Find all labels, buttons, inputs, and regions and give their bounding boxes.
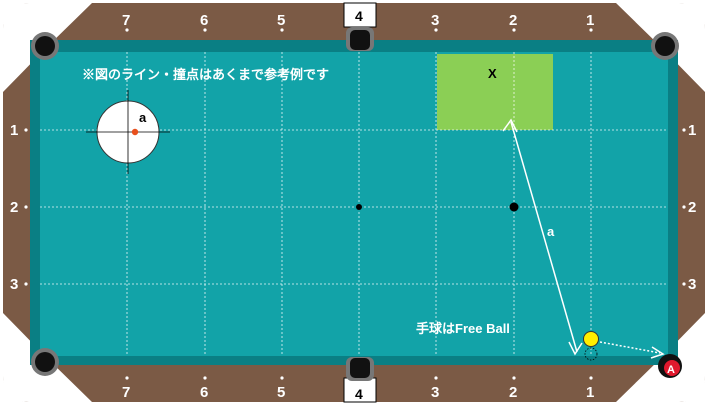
cue-spot-label: a bbox=[139, 110, 147, 125]
contact-point bbox=[131, 128, 139, 136]
cue-ball-caption: 手球はFree Ball bbox=[416, 321, 510, 336]
cloth bbox=[40, 52, 668, 356]
bottom-rail-number: 4 bbox=[355, 386, 363, 402]
pocket-marker-label: A bbox=[667, 364, 675, 376]
target-zone bbox=[437, 54, 553, 130]
top-rail-dots bbox=[125, 28, 593, 32]
pocket-bottom-right bbox=[658, 354, 682, 378]
right-rail-numbers: 1 2 3 bbox=[688, 122, 696, 293]
right-rail-dots bbox=[682, 128, 686, 286]
bottom-rail-numbers: 7 6 5 4 3 2 1 bbox=[122, 384, 594, 402]
bottom-rail-number: 7 bbox=[122, 384, 130, 401]
corner-cap-top-right bbox=[616, 3, 705, 92]
center-spot bbox=[356, 204, 362, 210]
left-rail-number: 2 bbox=[10, 199, 18, 216]
top-rail-numbers: 7 6 5 4 3 2 1 bbox=[122, 8, 594, 29]
top-rail-number: 6 bbox=[200, 12, 208, 29]
pocket-top-right bbox=[651, 32, 679, 60]
cue-tip-diagram: a bbox=[86, 90, 170, 174]
side-cap-top bbox=[343, 2, 377, 28]
cue-ball-ghost bbox=[584, 347, 598, 361]
bottom-rail-number: 2 bbox=[509, 384, 517, 401]
top-rail-number: 2 bbox=[509, 12, 517, 29]
corner-cap-top-left bbox=[3, 3, 92, 92]
corner-cap-bottom-right bbox=[616, 313, 705, 402]
pocket-bottom-center bbox=[346, 357, 374, 381]
shot-path bbox=[502, 118, 583, 356]
cue-ball bbox=[583, 331, 599, 347]
left-rail-numbers: 1 2 3 bbox=[10, 122, 18, 293]
bottom-rail-number: 1 bbox=[586, 384, 594, 401]
top-rail-number: 4 bbox=[355, 8, 363, 24]
right-rail-number: 3 bbox=[688, 276, 696, 293]
cue-ball-path bbox=[599, 341, 665, 359]
top-rail-number: 1 bbox=[586, 12, 594, 29]
left-rail-dots bbox=[24, 128, 28, 286]
note-text: ※図のライン・撞点はあくまで参考例です bbox=[82, 67, 329, 82]
pocket-top-left bbox=[31, 32, 59, 60]
top-rail-number: 7 bbox=[122, 12, 130, 29]
bottom-rail-number: 3 bbox=[431, 384, 439, 401]
right-rail-number: 1 bbox=[688, 122, 696, 139]
bottom-rail-number: 6 bbox=[200, 384, 208, 401]
path-label: a bbox=[547, 224, 555, 239]
right-rail-number: 2 bbox=[688, 199, 696, 216]
target-zone-label: X bbox=[488, 66, 497, 81]
corner-cap-bottom-left bbox=[3, 313, 92, 402]
top-rail-number: 5 bbox=[277, 12, 285, 29]
bottom-rail-number: 5 bbox=[277, 384, 285, 401]
pocket-bottom-left bbox=[31, 348, 59, 376]
pocket-top-center bbox=[346, 27, 374, 51]
bottom-rail-dots bbox=[125, 376, 593, 380]
top-rail-number: 3 bbox=[431, 12, 439, 29]
left-rail-number: 1 bbox=[10, 122, 18, 139]
left-rail-number: 3 bbox=[10, 276, 18, 293]
grid-lines bbox=[40, 52, 668, 356]
object-ball-spot bbox=[509, 202, 519, 212]
